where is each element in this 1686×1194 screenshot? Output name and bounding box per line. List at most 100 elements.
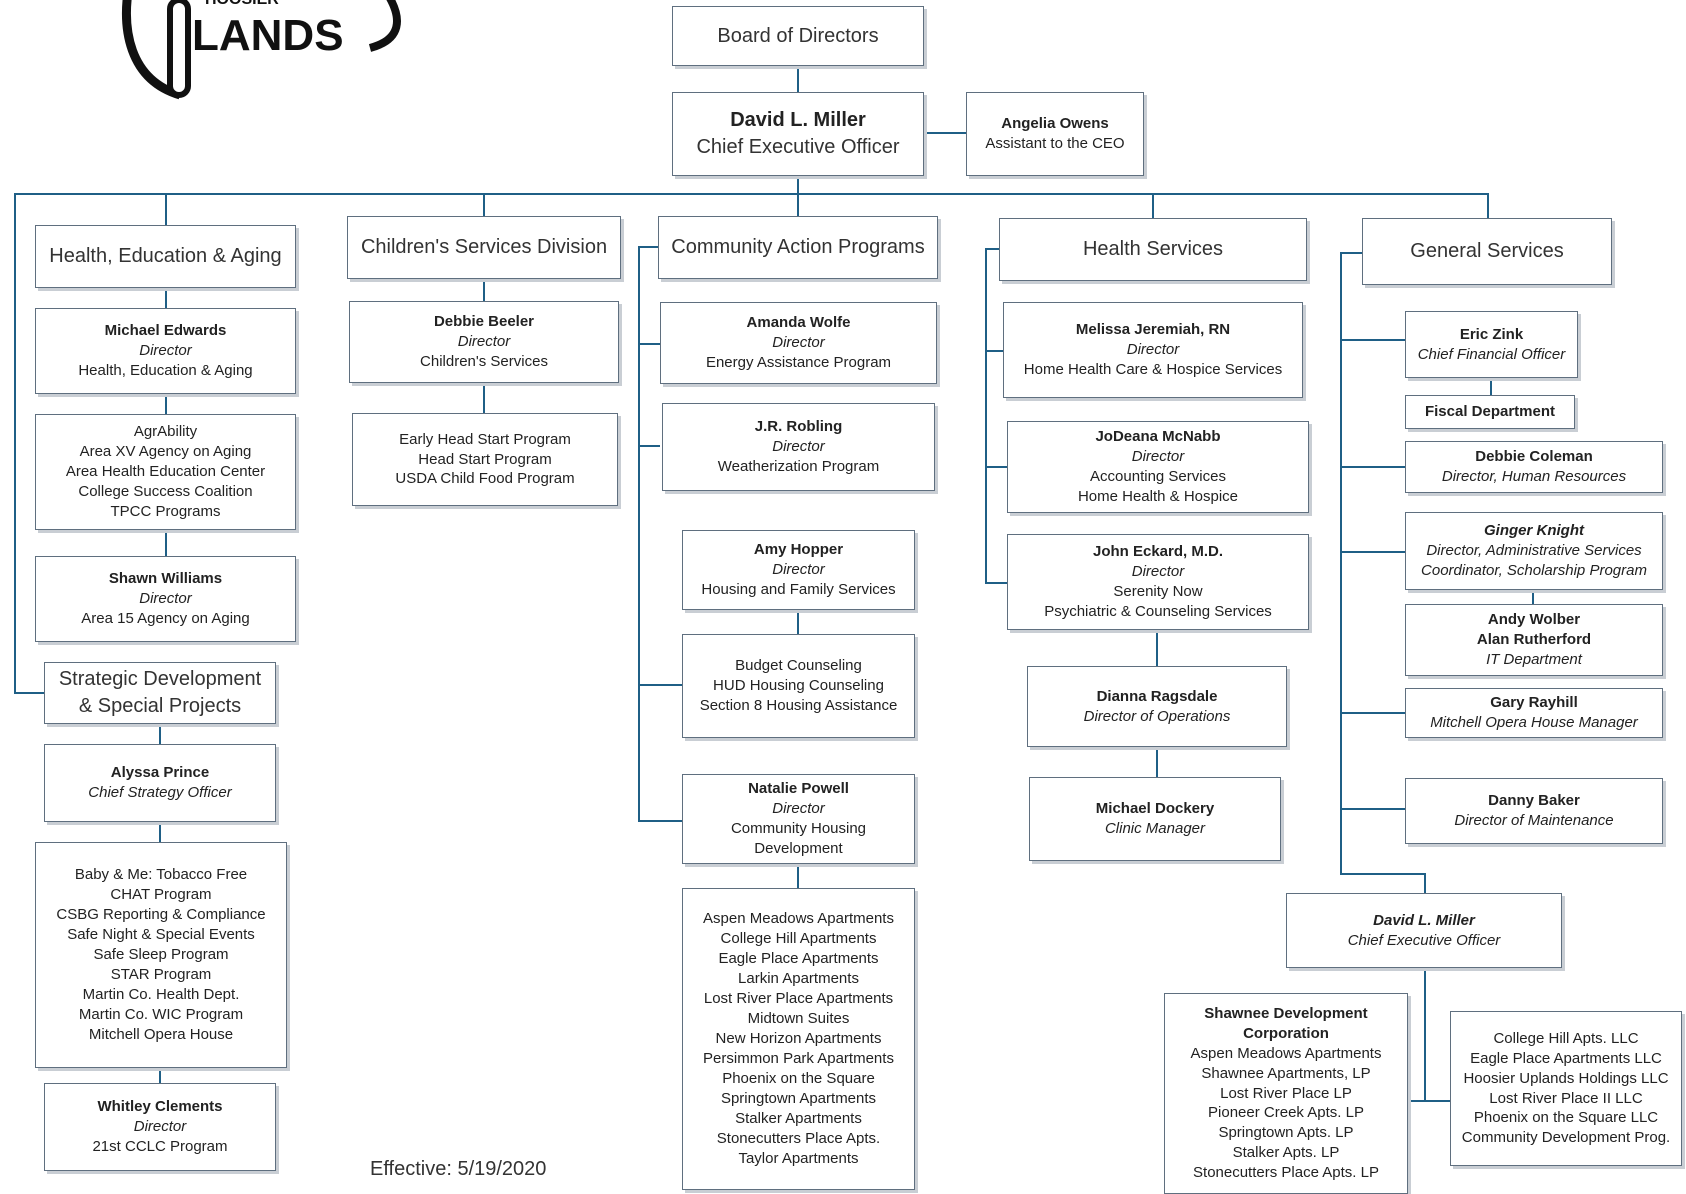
danny-baker-box: Danny Baker Director of Maintenance xyxy=(1405,778,1663,844)
program-item: HUD Housing Counseling xyxy=(713,677,884,695)
person-name: Alan Rutherford xyxy=(1476,631,1592,649)
person-unit: Housing and Family Services xyxy=(701,580,896,598)
david-miller-affiliates-box: David L. Miller Chief Executive Officer xyxy=(1286,893,1562,968)
ceo-name: David L. Miller xyxy=(730,109,866,132)
gary-rayhill-box: Gary Rayhill Mitchell Opera House Manage… xyxy=(1405,688,1663,738)
division-strategic-development: Strategic Development & Special Projects xyxy=(44,662,276,724)
program-item: AgrAbility xyxy=(133,423,198,441)
person-title: Director xyxy=(1131,448,1185,466)
fiscal-department-box: Fiscal Department xyxy=(1405,395,1575,429)
person-title: Director of Operations xyxy=(1083,707,1231,725)
jodeana-mcnabb-box: JoDeana McNabb Director Accounting Servi… xyxy=(1007,421,1309,513)
ceo-box: David L. Miller Chief Executive Officer xyxy=(672,92,924,176)
person-name: Michael Dockery xyxy=(1095,800,1215,818)
program-item: CHAT Program xyxy=(110,886,212,904)
person-unit: 21st CCLC Program xyxy=(92,1137,228,1155)
division-label: Community Action Programs xyxy=(671,236,925,259)
dianna-ragsdale-box: Dianna Ragsdale Director of Operations xyxy=(1027,666,1287,747)
org-item: Stonecutters Place Apts. LP xyxy=(1193,1164,1379,1182)
sd-programs-box: Baby & Me: Tobacco Free CHAT Program CSB… xyxy=(35,842,287,1068)
person-title: Director xyxy=(133,1118,187,1136)
person-title: Director xyxy=(772,561,825,579)
division-label: & Special Projects xyxy=(78,695,242,717)
person-name: Amanda Wolfe xyxy=(746,314,851,332)
person-name: Dianna Ragsdale xyxy=(1096,687,1218,705)
person-unit: Psychiatric & Counseling Services xyxy=(1044,602,1272,620)
division-community-action: Community Action Programs xyxy=(658,216,938,279)
alyssa-prince-box: Alyssa Prince Chief Strategy Officer xyxy=(44,744,276,822)
person-name: Whitley Clements xyxy=(97,1098,223,1116)
apartment-item: Phoenix on the Square xyxy=(722,1069,875,1087)
division-general-services: General Services xyxy=(1362,218,1612,285)
org-item: Aspen Meadows Apartments xyxy=(1190,1044,1382,1062)
llc-list-box: College Hill Apts. LLC Eagle Place Apart… xyxy=(1450,1011,1682,1166)
person-name: Debbie Beeler xyxy=(433,313,535,331)
org-name: Shawnee Development xyxy=(1204,1004,1368,1022)
jr-robling-box: J.R. Robling Director Weatherization Pro… xyxy=(662,403,935,491)
apartment-item: Larkin Apartments xyxy=(738,970,859,988)
program-item: CSBG Reporting & Compliance xyxy=(56,906,266,924)
it-department-box: Andy Wolber Alan Rutherford IT Departmen… xyxy=(1405,604,1663,676)
apartment-item: Stonecutters Place Apts. xyxy=(716,1129,881,1147)
org-name: Corporation xyxy=(1243,1024,1329,1042)
john-eckard-box: John Eckard, M.D. Director Serenity Now … xyxy=(1007,534,1309,630)
eric-zink-box: Eric Zink Chief Financial Officer xyxy=(1405,311,1578,378)
program-item: Section 8 Housing Assistance xyxy=(699,696,898,714)
program-item: Area Health Education Center xyxy=(65,463,266,481)
person-name: Alyssa Prince xyxy=(110,764,210,782)
shawn-williams-box: Shawn Williams Director Area 15 Agency o… xyxy=(35,556,296,642)
program-item: Area XV Agency on Aging xyxy=(79,443,252,461)
person-name: Natalie Powell xyxy=(748,780,849,798)
org-item: College Hill Apts. LLC xyxy=(1493,1029,1639,1047)
person-title: Chief Strategy Officer xyxy=(88,784,232,801)
logo-small-text: HOOSIER xyxy=(205,0,279,8)
housing-services-box: Budget Counseling HUD Housing Counseling… xyxy=(682,634,915,738)
person-name: Debbie Coleman xyxy=(1475,448,1593,466)
person-title: Director xyxy=(772,334,825,352)
person-name: Eric Zink xyxy=(1459,325,1524,343)
org-item: Hoosier Uplands Holdings LLC xyxy=(1463,1069,1669,1087)
division-label: Health Services xyxy=(1082,238,1224,261)
apartments-box: Aspen Meadows Apartments College Hill Ap… xyxy=(682,888,915,1190)
program-item: Martin Co. WIC Program xyxy=(78,1005,244,1023)
debbie-beeler-box: Debbie Beeler Director Children's Servic… xyxy=(349,301,619,383)
person-title: Coordinator, Scholarship Program xyxy=(1421,561,1647,579)
program-item: College Success Coalition xyxy=(78,482,253,500)
person-unit: Community Housing xyxy=(730,820,867,837)
person-name: Gary Rayhill xyxy=(1490,694,1578,712)
person-unit: Weatherization Program xyxy=(717,457,880,475)
assistant-title: Assistant to the CEO xyxy=(985,135,1125,152)
person-title: Director xyxy=(1131,563,1185,581)
org-item: Community Development Prog. xyxy=(1461,1129,1671,1147)
org-item: Phoenix on the Square LLC xyxy=(1473,1109,1659,1127)
person-title: Director of Maintenance xyxy=(1454,812,1614,829)
person-title: Director xyxy=(139,590,192,608)
michael-dockery-box: Michael Dockery Clinic Manager xyxy=(1029,777,1281,861)
amanda-wolfe-box: Amanda Wolfe Director Energy Assistance … xyxy=(660,302,937,384)
person-name: JoDeana McNabb xyxy=(1095,428,1221,446)
person-name: Amy Hopper xyxy=(753,541,844,559)
org-item: Springtown Apts. LP xyxy=(1218,1124,1354,1142)
ginger-knight-box: Ginger Knight Director, Administrative S… xyxy=(1405,512,1663,590)
person-name: J.R. Robling xyxy=(754,418,843,436)
program-item: TPCC Programs xyxy=(110,502,221,520)
division-label: Children's Services Division xyxy=(360,236,608,259)
division-label: Strategic Development xyxy=(58,668,262,691)
person-title: Chief Financial Officer xyxy=(1417,345,1566,363)
program-item: USDA Child Food Program xyxy=(395,470,575,488)
person-unit: Health, Education & Aging xyxy=(78,361,253,379)
board-of-directors-box: Board of Directors xyxy=(672,6,924,66)
assistant-name: Angelia Owens xyxy=(1001,115,1109,133)
hoosier-uplands-logo: HOOSIER LANDS xyxy=(122,0,401,100)
natalie-powell-box: Natalie Powell Director Community Housin… xyxy=(682,774,915,864)
person-name: Shawn Williams xyxy=(108,570,223,588)
program-item: Martin Co. Health Dept. xyxy=(82,985,240,1003)
division-label: General Services xyxy=(1410,240,1564,263)
person-name: Melissa Jeremiah, RN xyxy=(1075,321,1231,339)
person-unit: Accounting Services xyxy=(1090,468,1226,485)
shawnee-development-box: Shawnee Development Corporation Aspen Me… xyxy=(1164,993,1408,1194)
person-unit: Home Health Care & Hospice Services xyxy=(1023,360,1283,378)
person-unit: Serenity Now xyxy=(1113,583,1203,600)
person-title: Director xyxy=(139,342,192,360)
person-unit: Development xyxy=(754,839,843,857)
